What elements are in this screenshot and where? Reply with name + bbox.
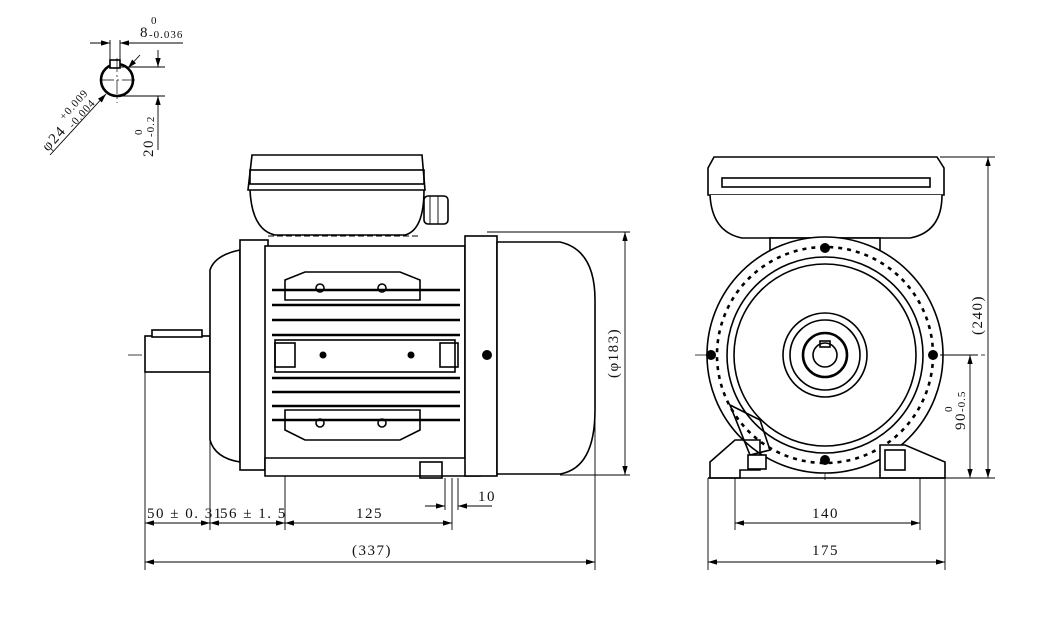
dim-foot-width: 140 <box>812 506 839 522</box>
front-flange <box>209 249 241 463</box>
keyway <box>109 59 121 69</box>
side-view <box>128 154 596 479</box>
fan-cover <box>496 241 596 475</box>
center-band <box>274 339 456 373</box>
key-depth-dim: 20 <box>141 139 157 157</box>
key-depth-tol-upper: 0 <box>133 129 145 136</box>
dim-shaft-height: 90 <box>953 412 969 430</box>
dim-diameter: (φ183) <box>606 328 622 378</box>
fan-cover-flange <box>464 235 498 477</box>
key-width-tol-upper: 0 <box>151 15 158 27</box>
shaft <box>144 335 211 373</box>
key-width-dim: 8 <box>140 25 149 41</box>
shaft-key <box>151 329 203 338</box>
key-depth-tol-lower: -0.2 <box>145 116 157 137</box>
side-view-dimensions: 50 ± 0. 31 56 ± 1. 5 125 10 (337) (φ183) <box>144 231 630 570</box>
front-view-dimensions: 140 175 (240) 90 0 -0.5 <box>707 156 995 570</box>
dim-overall-height: (240) <box>970 295 986 335</box>
dim-shaft-height-tol-lower: -0.5 <box>956 391 968 412</box>
dim-foot-hole: 10 <box>478 489 496 505</box>
key-width-tol-lower: -0.036 <box>149 29 183 41</box>
front-view <box>695 156 985 480</box>
shaft-end <box>812 342 838 368</box>
cooling-fins <box>272 288 460 422</box>
terminal-box-front <box>709 194 943 239</box>
dim-shoulder-to-foot: 56 ± 1. 5 <box>220 506 287 522</box>
terminal-box-lid-front <box>707 156 945 196</box>
terminal-box <box>249 189 425 236</box>
dim-overall-length: (337) <box>352 543 392 559</box>
front-endshield <box>239 239 269 471</box>
dim-foot-spacing: 125 <box>356 506 383 522</box>
dim-shaft-height-tol-upper: 0 <box>943 406 955 413</box>
dim-shaft-length: 50 ± 0. 31 <box>147 506 223 522</box>
shaft-diameter-dim: φ24 <box>39 123 70 155</box>
cable-gland <box>423 195 449 225</box>
shaft-section-detail: 8 0 -0.036 φ24 +0.009 -0.004 20 0 -0.2 <box>39 15 183 157</box>
foot <box>264 457 481 477</box>
dim-overall-width: 175 <box>812 543 839 559</box>
